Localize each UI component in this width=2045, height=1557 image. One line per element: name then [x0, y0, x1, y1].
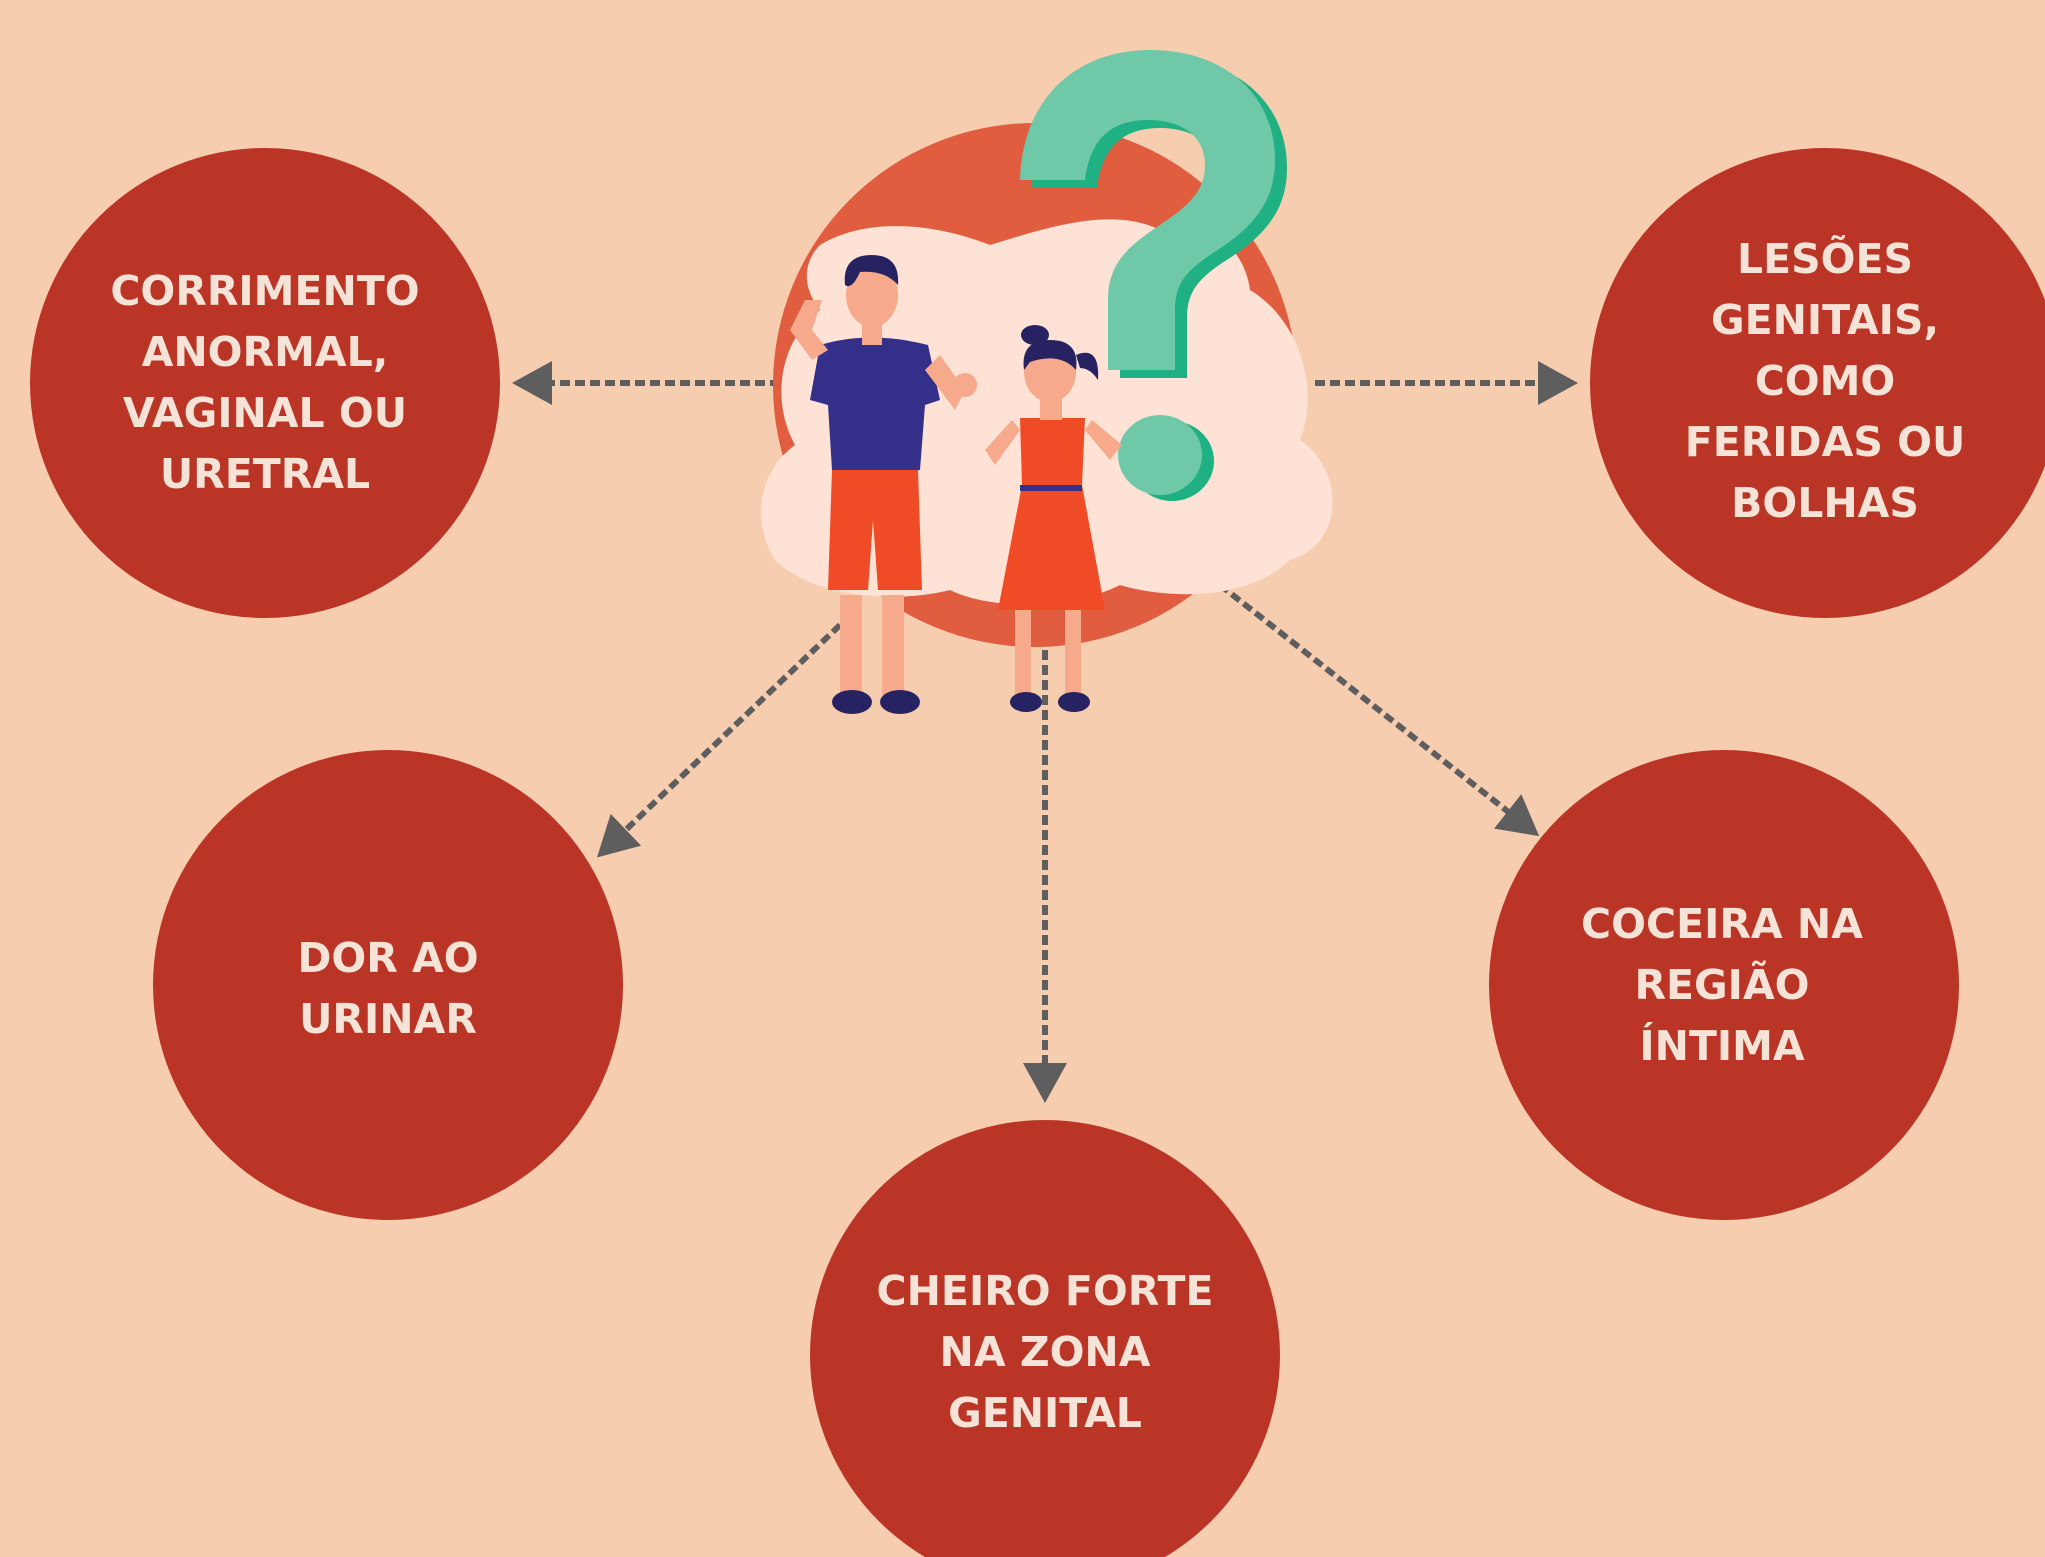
symptom-label-line: COMO	[1755, 357, 1896, 405]
symptom-label-line: URINAR	[299, 995, 477, 1043]
symptom-label-line: NA ZONA	[940, 1328, 1151, 1376]
boy-figure	[790, 255, 977, 714]
symptom-circle	[153, 750, 623, 1220]
symptom-label-line: COCEIRA NA	[1581, 900, 1863, 948]
central-illustration	[761, 50, 1333, 714]
symptom-node-coceira: COCEIRA NA REGIÃO ÍNTIMA	[1489, 750, 1959, 1220]
girl-figure	[985, 325, 1122, 712]
symptom-label-line: GENITAL	[948, 1389, 1142, 1437]
symptom-circle	[1489, 750, 1959, 1220]
symptom-circle	[1590, 148, 2045, 618]
symptom-node-dor: DOR AO URINAR	[153, 750, 623, 1220]
arrowhead-icon	[512, 361, 552, 405]
symptom-node-cheiro: CHEIRO FORTE NA ZONA GENITAL	[810, 1120, 1280, 1557]
connectors	[512, 361, 1578, 1103]
arrowhead-icon	[1494, 794, 1540, 837]
symptom-label-line: CORRIMENTO	[110, 267, 419, 315]
symptom-label-line: ÍNTIMA	[1639, 1022, 1805, 1070]
symptom-label-line: REGIÃO	[1634, 960, 1809, 1009]
symptom-label-line: FERIDAS OU	[1685, 418, 1966, 466]
arrowhead-icon	[1538, 361, 1578, 405]
symptom-node-corrimento: CORRIMENTO ANORMAL, VAGINAL OU URETRAL	[30, 148, 500, 618]
symptom-node-lesoes: LESÕES GENITAIS, COMO FERIDAS OU BOLHAS	[1590, 148, 2045, 618]
question-mark-icon	[1020, 50, 1287, 501]
symptom-label-line: GENITAIS,	[1711, 296, 1939, 344]
arrowhead-icon	[1023, 1063, 1067, 1103]
connector-arrow-coceira	[1218, 582, 1527, 828]
connector-arrow-dor	[607, 622, 843, 848]
symptom-label-line: VAGINAL OU	[123, 389, 407, 437]
symptom-label-line: URETRAL	[160, 450, 370, 498]
symptom-label-line: DOR AO	[297, 934, 478, 982]
symptom-label-line: BOLHAS	[1731, 479, 1919, 527]
symptom-circle	[30, 148, 500, 618]
symptom-circle	[810, 1120, 1280, 1557]
symptom-label-line: CHEIRO FORTE	[877, 1267, 1214, 1315]
symptom-nodes: CORRIMENTO ANORMAL, VAGINAL OU URETRAL LESÕE…	[30, 148, 2045, 1557]
arrowhead-icon	[596, 813, 642, 858]
symptom-label-line: ANORMAL,	[142, 328, 389, 376]
symptom-label-line: LESÕES	[1737, 235, 1913, 283]
